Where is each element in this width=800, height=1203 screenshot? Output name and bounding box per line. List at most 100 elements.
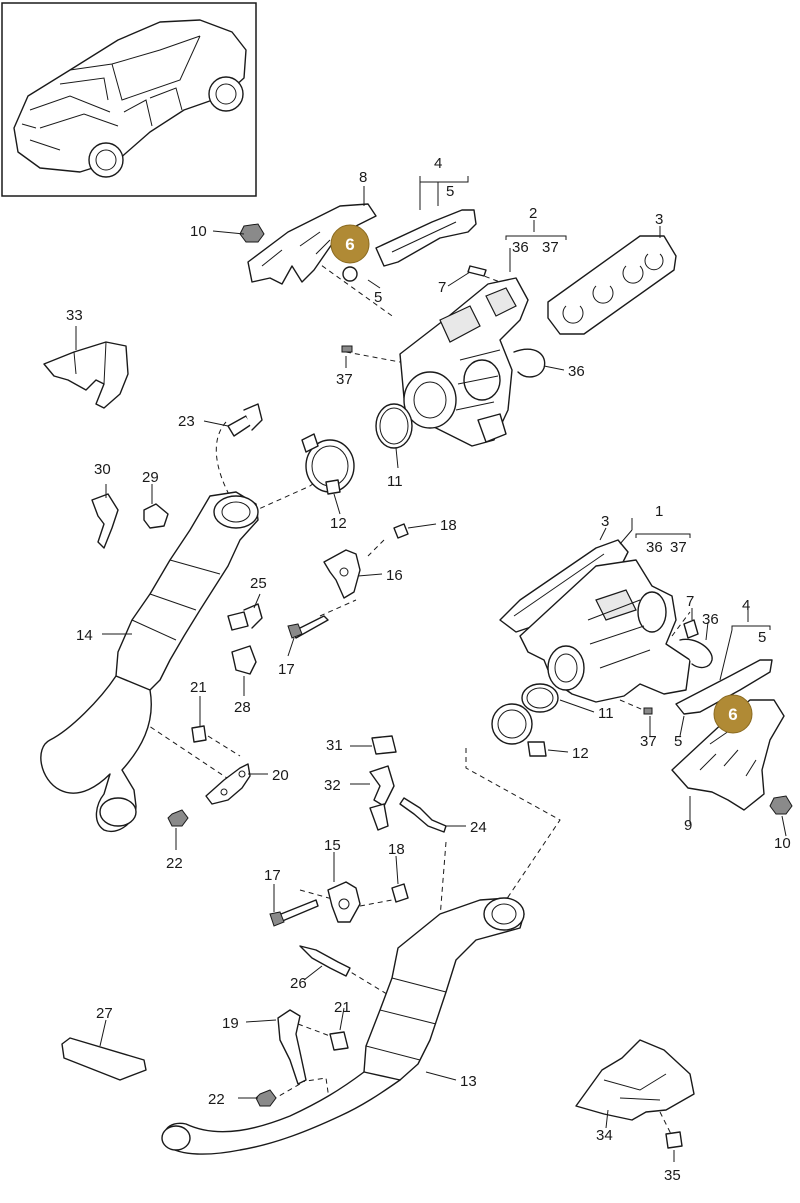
vehicle-thumbnail — [1, 2, 257, 197]
callout-10-lower: 10 — [774, 835, 791, 852]
turbocharger-upper — [399, 277, 529, 447]
callout-22-lower: 22 — [208, 1091, 225, 1108]
callout-37-lower-bracket: 37 — [670, 539, 687, 556]
bracket-4-lower — [675, 659, 773, 715]
bracket-4-upper — [375, 209, 477, 267]
callout-36-upper-bracket: 36 — [512, 239, 529, 256]
callout-12-lower: 12 — [572, 745, 589, 762]
callout-36-upper: 36 — [568, 363, 585, 380]
bolt-18-lower — [391, 883, 409, 903]
callout-2: 2 — [529, 205, 537, 222]
callout-4-lower: 4 — [742, 597, 750, 614]
callout-7-upper: 7 — [438, 279, 446, 296]
clip-32 — [369, 765, 395, 807]
clip-31 — [371, 735, 397, 755]
callout-10-upper: 10 — [190, 223, 207, 240]
callout-18-lower: 18 — [388, 841, 405, 858]
callout-labels: 10 8 4 5 2 36 37 3 5 7 33 37 36 23 11 30… — [66, 155, 791, 1184]
callout-37-upper: 37 — [336, 371, 353, 388]
callout-15: 15 — [324, 837, 341, 854]
callout-11-upper: 11 — [387, 473, 403, 490]
gasket-3-upper — [547, 235, 677, 335]
shield-34 — [575, 1039, 695, 1121]
callout-22-upper: 22 — [166, 855, 183, 872]
callout-8: 8 — [359, 169, 367, 186]
bracket-19 — [277, 1009, 307, 1085]
callout-24: 24 — [470, 819, 487, 836]
callout-26: 26 — [290, 975, 307, 992]
catalytic-converter-13 — [161, 897, 525, 1155]
callout-5-lower: 5 — [674, 733, 682, 750]
left-small-parts — [43, 341, 409, 827]
callout-29: 29 — [142, 469, 159, 486]
hose-36-lower — [679, 638, 713, 669]
callout-19: 19 — [222, 1015, 239, 1032]
callout-37-upper-bracket: 37 — [542, 239, 559, 256]
bracket-20 — [205, 763, 251, 805]
bracket-33 — [43, 341, 129, 409]
bolt-18-upper — [393, 523, 409, 539]
callout-21-upper: 21 — [190, 679, 207, 696]
callout-17-lower: 17 — [264, 867, 281, 884]
lower-small-parts — [61, 735, 695, 1149]
callout-23: 23 — [178, 413, 195, 430]
bolt-21-upper — [191, 725, 207, 743]
pin-37-upper — [341, 345, 353, 353]
highlight-badge-6-upper[interactable]: 6 — [330, 224, 370, 264]
turbocharger-lower — [519, 559, 691, 703]
callout-31: 31 — [326, 737, 343, 754]
nut-10-upper — [239, 223, 265, 243]
badge-6-lower-label: 6 — [728, 705, 737, 724]
callout-9: 9 — [684, 817, 692, 834]
callout-5-lower-bracket: 5 — [758, 629, 766, 646]
callout-30: 30 — [94, 461, 111, 478]
clip-28 — [231, 645, 257, 675]
nut-22-upper — [167, 809, 189, 827]
callout-20: 20 — [272, 767, 289, 784]
seal-ring-11-upper — [375, 403, 413, 449]
sensor-26 — [299, 945, 351, 977]
bolt-35 — [665, 1131, 683, 1149]
nut-10-lower — [769, 795, 793, 815]
hose-36-upper — [513, 348, 546, 378]
clip-29 — [143, 503, 169, 529]
callout-5-upper-bracket: 5 — [446, 183, 454, 200]
callout-18-upper: 18 — [440, 517, 457, 534]
sensor-25 — [227, 611, 249, 631]
callout-25: 25 — [250, 575, 267, 592]
callout-35: 35 — [664, 1167, 681, 1184]
catalytic-converter-14 — [40, 491, 259, 833]
callout-32: 32 — [324, 777, 341, 794]
sealant-tube-27 — [61, 1037, 147, 1081]
callout-7-lower: 7 — [686, 593, 694, 610]
callout-12-upper: 12 — [330, 515, 347, 532]
callout-36-lower-bracket: 36 — [646, 539, 663, 556]
callout-leaders — [75, 176, 787, 1162]
clip-30 — [91, 493, 119, 549]
upper-turbo-group — [239, 203, 677, 495]
bracket-15 — [327, 881, 361, 923]
bolt-5-upper — [342, 266, 358, 282]
callout-33: 33 — [66, 307, 83, 324]
callout-34: 34 — [596, 1127, 613, 1144]
callout-13: 13 — [460, 1073, 477, 1090]
sensor-24 — [399, 797, 447, 833]
callout-28: 28 — [234, 699, 251, 716]
badge-6-upper-label: 6 — [345, 235, 354, 254]
callout-27: 27 — [96, 1005, 113, 1022]
callout-1: 1 — [655, 503, 663, 520]
callout-14: 14 — [76, 627, 93, 644]
callout-21-lower: 21 — [334, 999, 351, 1016]
callout-17-upper: 17 — [278, 661, 295, 678]
clamp-12-upper — [301, 433, 355, 495]
nut-22-lower — [255, 1089, 277, 1107]
callout-16: 16 — [386, 567, 403, 584]
callout-11-lower: 11 — [598, 705, 614, 722]
bolt-21-lower — [329, 1031, 349, 1051]
callout-3-upper: 3 — [655, 211, 663, 228]
highlight-badge-6-lower[interactable]: 6 — [713, 694, 753, 734]
callout-3-lower: 3 — [601, 513, 609, 530]
callout-37-lower: 37 — [640, 733, 657, 750]
callout-4-upper: 4 — [434, 155, 442, 172]
